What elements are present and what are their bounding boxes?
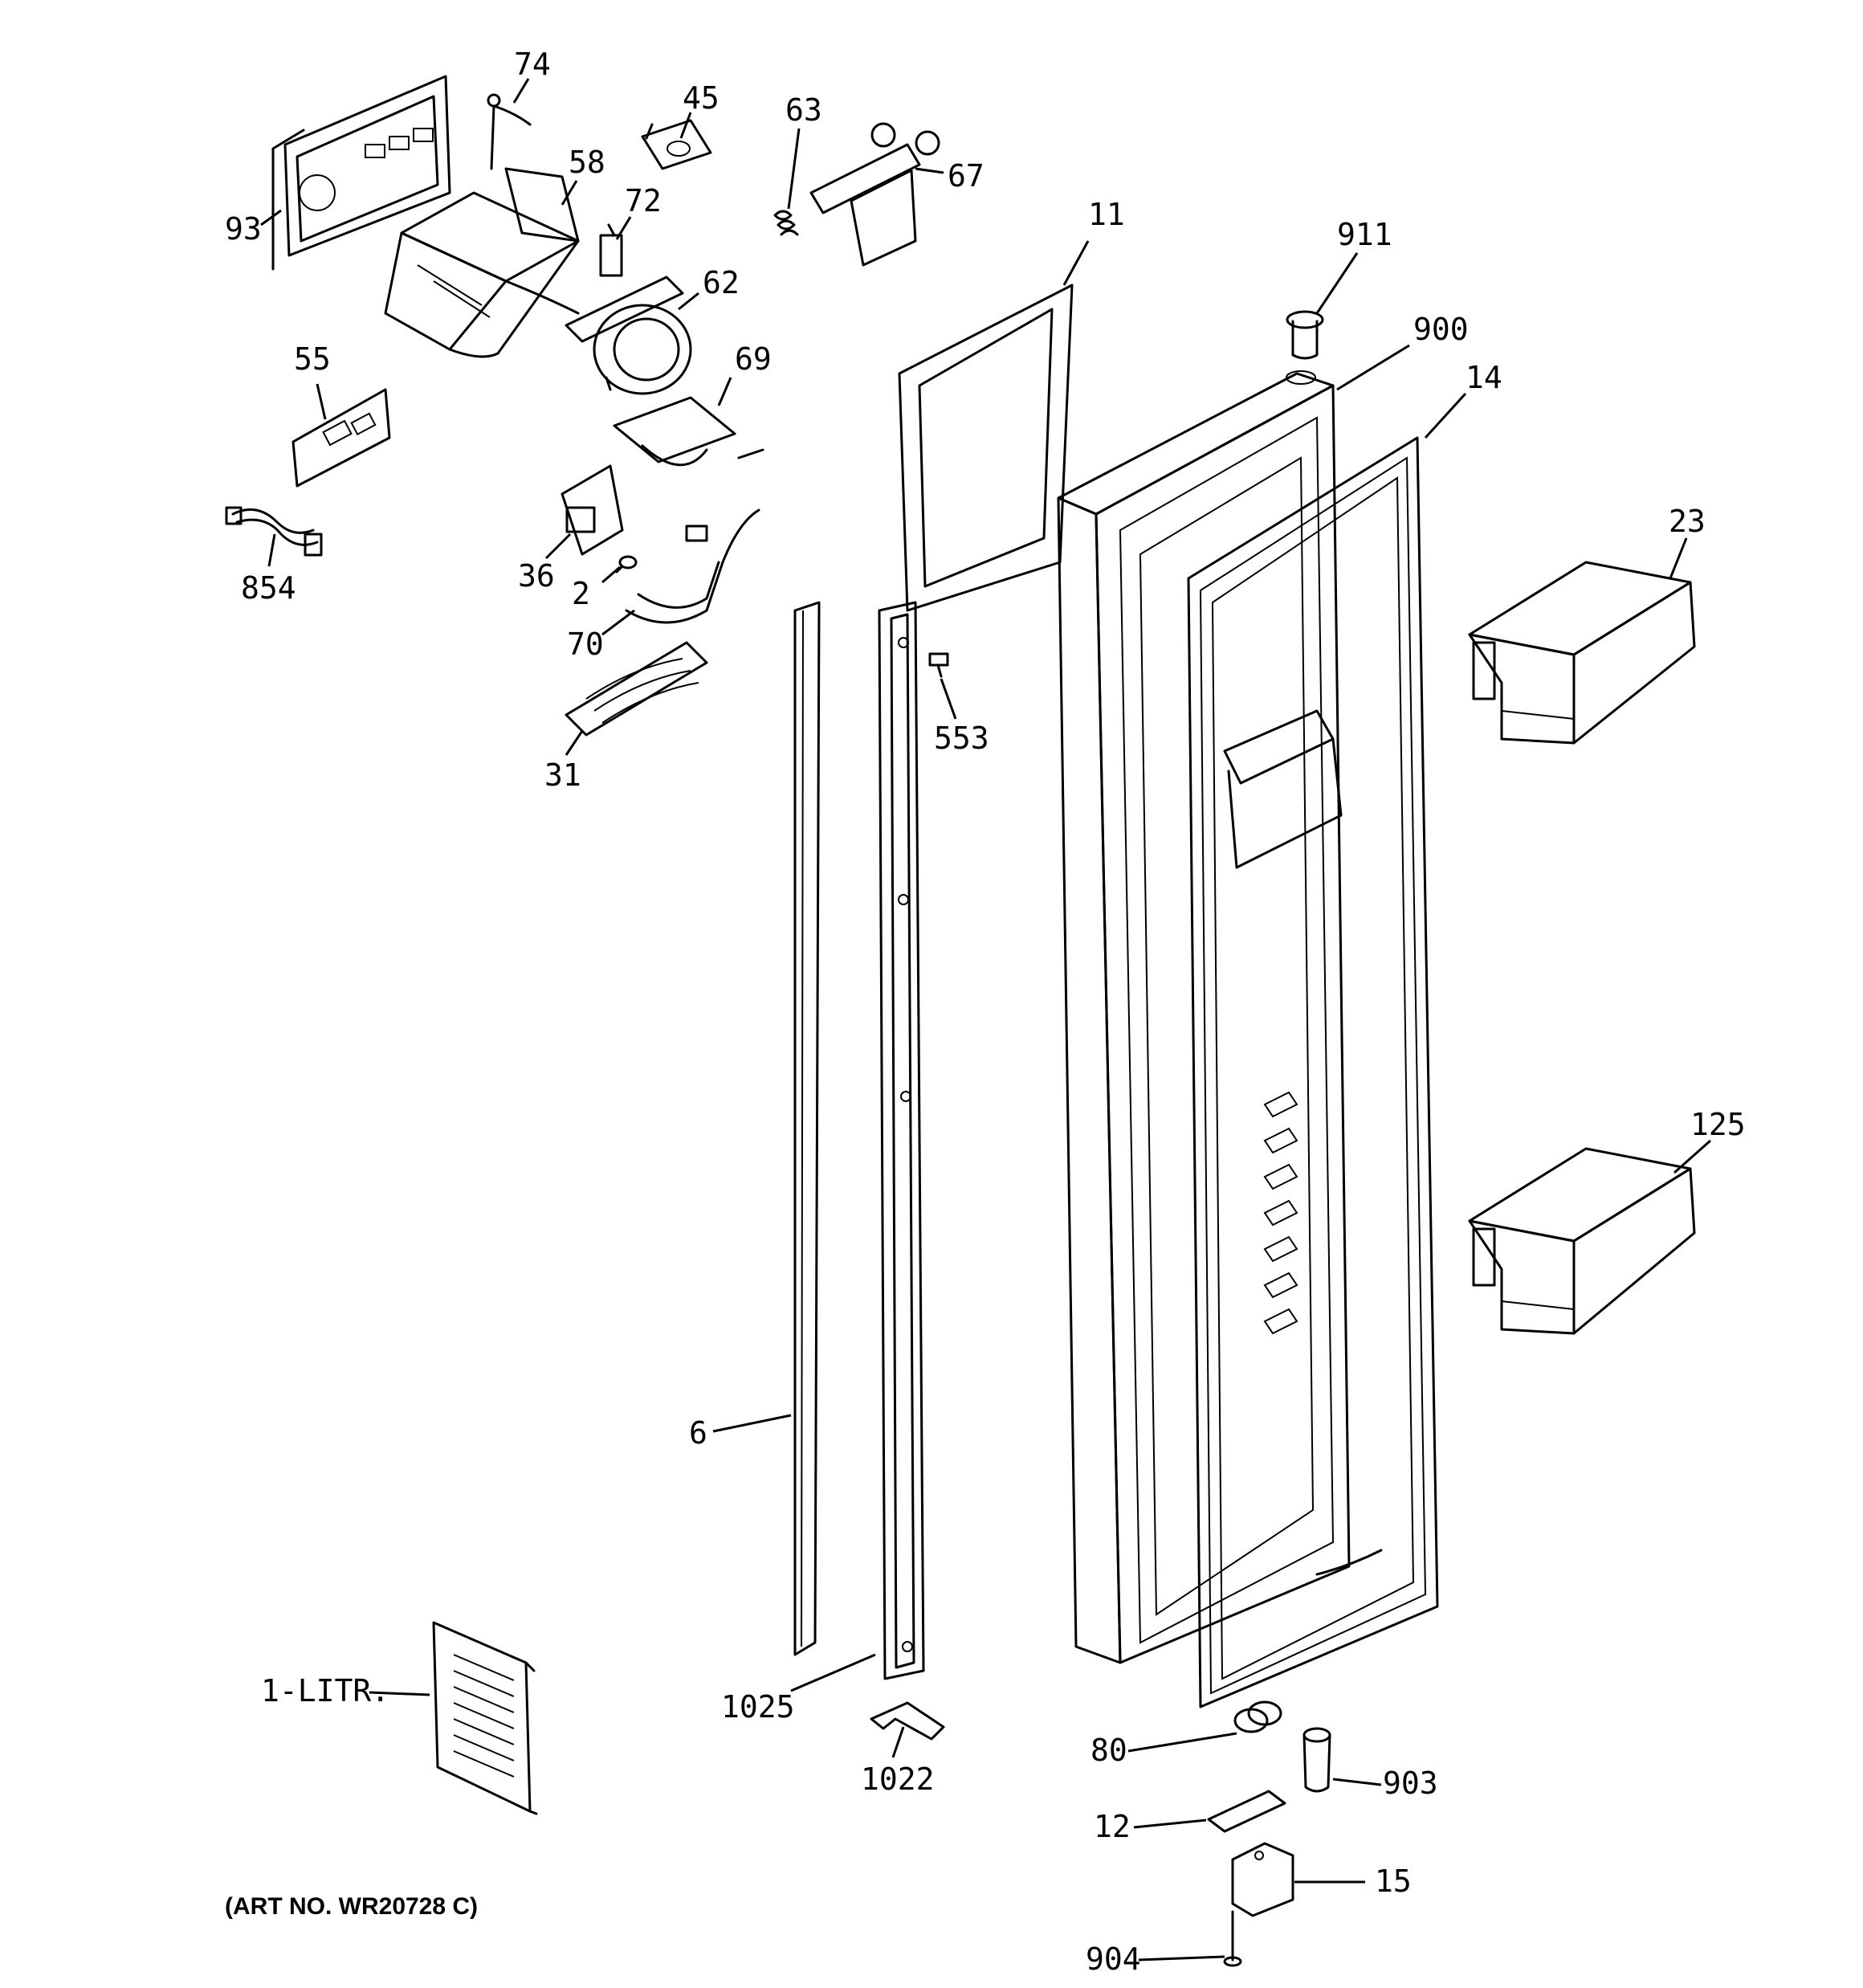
callout-15: 15 [1375, 1863, 1412, 1899]
part-23-door-bin [1468, 561, 1696, 745]
part-31-drip-grille [565, 641, 708, 737]
part-80-bushing [1233, 1700, 1282, 1733]
part-36-mount-bracket [561, 464, 624, 556]
callout-23: 23 [1669, 504, 1706, 539]
part-93-control-panel [271, 75, 451, 271]
part-69-bracket [613, 396, 764, 467]
part-900-outer-door [1057, 370, 1351, 1664]
part-904-screw [1223, 1910, 1242, 1967]
leader-lines [260, 78, 1711, 1961]
callout-911: 911 [1337, 217, 1392, 252]
part-553-screw [928, 652, 949, 678]
callout-93: 93 [225, 211, 262, 247]
part-63-spring [773, 210, 799, 236]
callout-72: 72 [625, 183, 662, 218]
part-11-inner-panel [898, 284, 1074, 612]
part-58-dispenser-housing [384, 167, 580, 358]
callout-45: 45 [683, 80, 720, 116]
callout-14: 14 [1466, 360, 1502, 395]
part-903-hinge-pin [1302, 1727, 1331, 1793]
callout-55: 55 [294, 341, 331, 377]
part-12-hinge-plate [1207, 1790, 1286, 1833]
art-number: (ART NO. WR20728 C) [225, 1893, 478, 1920]
callout-36: 36 [518, 558, 555, 594]
callout-900: 900 [1413, 312, 1469, 347]
part-911-cap [1286, 310, 1324, 360]
callout-74: 74 [514, 47, 551, 82]
part-854-wire-harness [225, 506, 323, 557]
part-1022-hinge-cover [870, 1701, 945, 1741]
part-1-litr-literature [432, 1621, 538, 1815]
part-72-switch [599, 223, 623, 277]
callout-31: 31 [544, 757, 581, 793]
shelf-clips [1263, 1091, 1298, 1335]
callout-553: 553 [934, 720, 989, 756]
part-70-actuator-arm [625, 508, 760, 624]
callout-1025: 1025 [721, 1689, 795, 1725]
callout-11: 11 [1088, 197, 1125, 232]
callout-67: 67 [948, 158, 984, 194]
callout-62: 62 [703, 265, 740, 300]
callout-1022: 1022 [861, 1761, 935, 1797]
callout-69: 69 [735, 341, 772, 377]
part-2-screw [615, 555, 638, 574]
callout-63: 63 [785, 92, 822, 128]
callout-80: 80 [1090, 1733, 1127, 1768]
part-67-arm-assembly [809, 122, 940, 267]
callout-6: 6 [689, 1415, 707, 1451]
part-45-bracket [641, 119, 712, 170]
part-125-door-bin [1468, 1147, 1696, 1335]
part-15-bottom-hinge [1231, 1842, 1294, 1917]
callout-12: 12 [1094, 1809, 1131, 1844]
part-62-chute-ring [565, 276, 692, 395]
callout-903: 903 [1383, 1766, 1438, 1801]
callout-854: 854 [241, 570, 296, 606]
part-14-door-gasket [1187, 436, 1439, 1708]
part-74-spring [487, 93, 532, 170]
callout-904: 904 [1086, 1941, 1141, 1977]
callout-1-litr: 1-LITR. [261, 1673, 389, 1708]
callout-70: 70 [567, 627, 604, 662]
callout-58: 58 [569, 145, 605, 180]
part-1025-door-rail [878, 601, 925, 1680]
part-6-trim-strip [793, 601, 821, 1656]
part-55-circuit-board [291, 388, 391, 488]
callout-125: 125 [1690, 1107, 1746, 1142]
callout-2: 2 [572, 576, 590, 611]
